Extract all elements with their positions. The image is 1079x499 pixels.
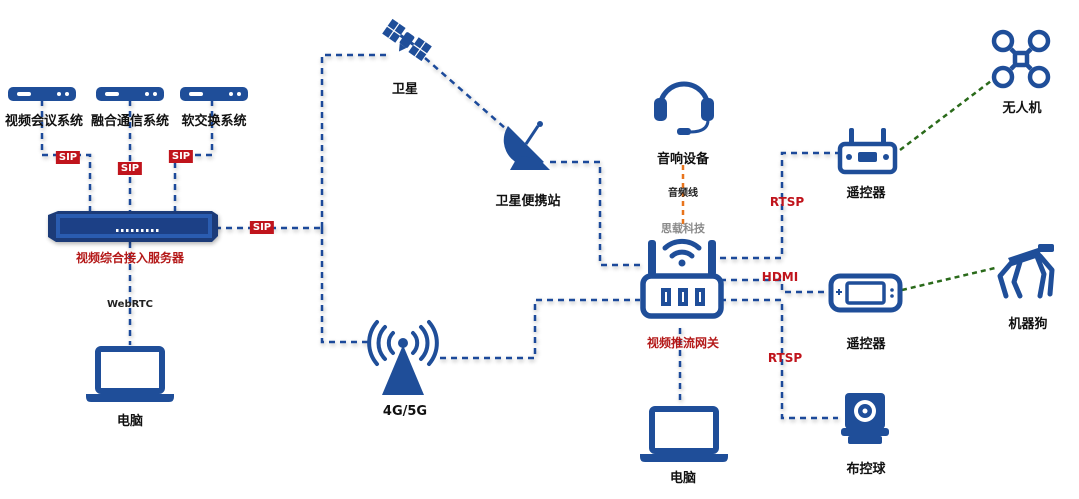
satellite-icon [382, 18, 432, 62]
link-station-gateway [550, 160, 640, 267]
label-drone: 无人机 [1002, 101, 1042, 116]
label-brand: 思载科技 [661, 222, 705, 235]
label-ptz-camera: 布控球 [846, 462, 886, 477]
drone-icon [991, 29, 1051, 89]
label-remote-1: 遥控器 [846, 186, 886, 201]
green-links [899, 77, 996, 292]
gateway-router-icon [640, 238, 724, 319]
laptop-icon-bottom [640, 406, 728, 462]
server-icon-videoconf [8, 87, 76, 101]
satellite-dish-icon [503, 121, 550, 170]
label-rtsp-bottom: RTSP [767, 351, 803, 365]
label-fusion-communication-system: 融合通信系统 [90, 114, 170, 129]
link-gateway-ptz [720, 298, 838, 420]
label-audio-device: 音响设备 [656, 152, 710, 167]
sip-badge-1: SIP [55, 151, 81, 164]
headset-icon [654, 81, 714, 135]
label-video-gateway: 视频推流网关 [646, 336, 720, 350]
server-icon-softswitch [180, 87, 248, 101]
label-rtsp-top: RTSP [769, 195, 805, 209]
label-pc-bottom: 电脑 [669, 471, 697, 486]
link-satellite-station [424, 57, 506, 129]
label-hdmi: HDMI [761, 270, 799, 284]
sip-badge-4: SIP [249, 221, 275, 234]
remote-controller-icon-2 [828, 273, 903, 313]
cell-tower-icon [367, 320, 439, 395]
label-softswitch-system: 软交换系统 [181, 114, 247, 129]
label-robot-dog: 机器狗 [1008, 317, 1048, 332]
link-gateway-rc1 [720, 151, 838, 260]
link-hub-cellular [320, 228, 372, 344]
label-access-server: 视频综合接入服务器 [75, 251, 185, 265]
link-rc2-robotdog [901, 266, 996, 292]
link-rc1-drone [899, 77, 996, 151]
sip-badge-3: SIP [168, 150, 194, 163]
access-server-icon [48, 211, 218, 242]
link-cellular-gateway [440, 298, 640, 360]
label-satellite: 卫星 [391, 82, 419, 97]
label-pc-left: 电脑 [116, 414, 144, 429]
label-remote-2: 遥控器 [846, 337, 886, 352]
label-4g-5g: 4G/5G [382, 404, 428, 419]
sip-badge-2: SIP [117, 162, 143, 175]
robot-dog-icon [997, 244, 1055, 299]
remote-controller-icon-1 [837, 128, 898, 175]
ptz-camera-icon [841, 393, 889, 444]
link-hub-satellite [320, 53, 388, 228]
label-audio-line: 音频线 [668, 188, 698, 199]
link-gateway-rc2 [720, 278, 828, 294]
blue-links [40, 53, 838, 420]
server-icon-fusion [96, 87, 164, 101]
laptop-icon-left [86, 346, 174, 402]
label-video-conference-system: 视频会议系统 [4, 114, 84, 129]
link-softswitch-server [173, 100, 214, 214]
label-satellite-station: 卫星便携站 [495, 194, 561, 209]
label-webrtc: WebRTC [106, 299, 154, 310]
